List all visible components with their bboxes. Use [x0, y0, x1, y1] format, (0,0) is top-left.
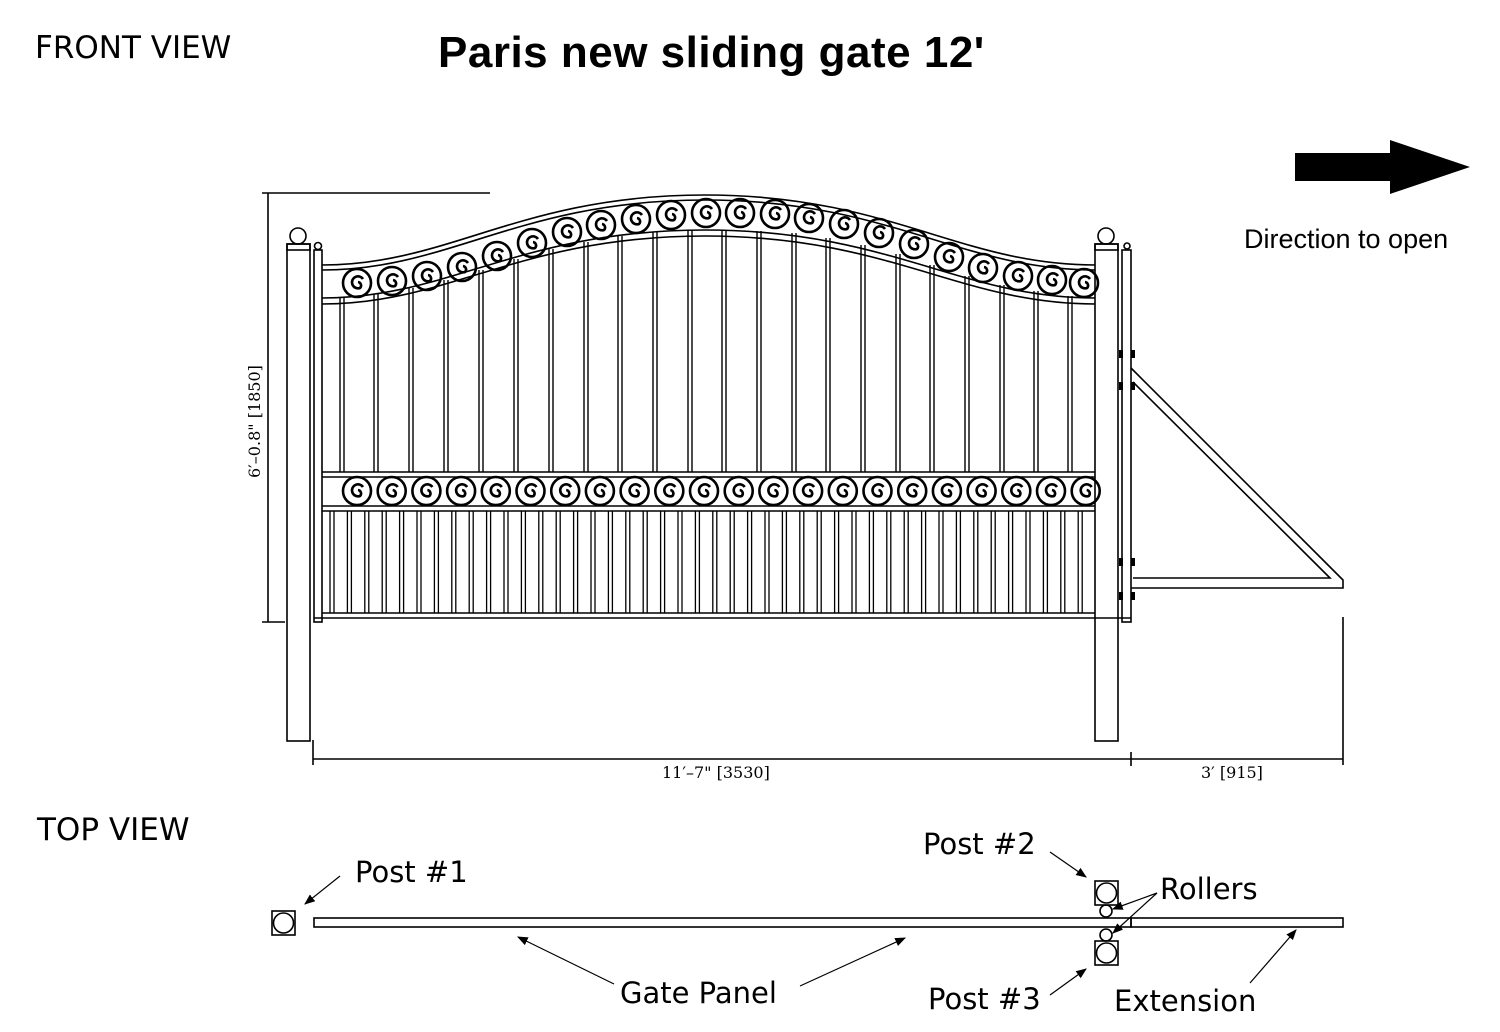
- post1-label: Post #1: [355, 855, 468, 889]
- post3-label: Post #3: [928, 982, 1041, 1016]
- top-view-label: TOP VIEW: [37, 812, 190, 848]
- front-view-label: FRONT VIEW: [35, 30, 232, 66]
- right-arrow-icon: [1295, 140, 1470, 194]
- extension-label: Extension: [1114, 984, 1257, 1018]
- gate-panel-label: Gate Panel: [620, 976, 777, 1010]
- middle-scrolls: [341, 475, 1101, 507]
- rollers-label: Rollers: [1160, 872, 1258, 906]
- post-2-front: [1094, 227, 1119, 742]
- direction-label: Direction to open: [1244, 224, 1449, 254]
- arch-scrolls: [341, 197, 1100, 299]
- post-1-front: [286, 227, 311, 742]
- top-view-drawing: [271, 851, 1344, 996]
- page-title: Paris new sliding gate 12': [438, 28, 985, 77]
- extension-width-dimension-label: 3′ [915]: [1201, 763, 1263, 782]
- gate-width-dimension-label: 11′–7" [3530]: [662, 763, 770, 782]
- post2-label: Post #2: [923, 827, 1036, 861]
